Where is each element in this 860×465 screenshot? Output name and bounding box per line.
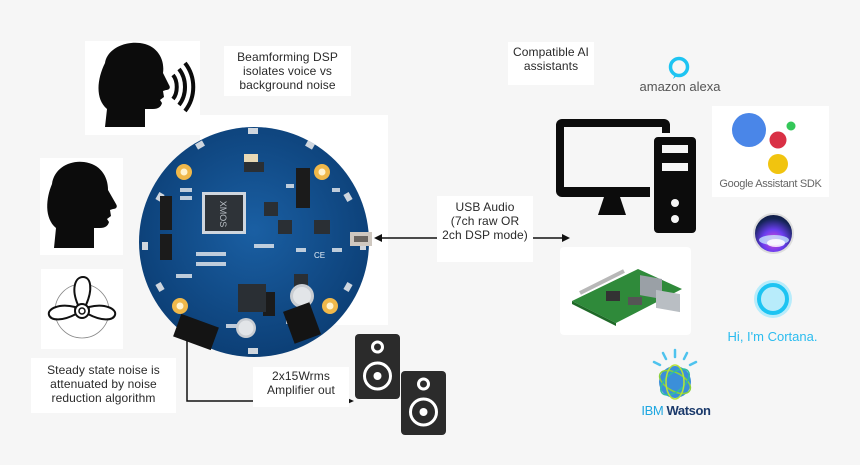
google-assistant-name: Google Assistant SDK [719, 178, 822, 190]
raspberry-pi-panel [560, 247, 691, 335]
alexa-ring-icon [668, 56, 690, 79]
cortana-ring-icon [754, 280, 792, 318]
alexa-logo: amazon alexa [630, 54, 730, 96]
alexa-name: amazon alexa [639, 79, 721, 94]
speaker-connector [173, 313, 219, 351]
usb-audio-label: USB Audio (7ch raw OR 2ch DSP mode) [437, 196, 533, 262]
speaker-icon [401, 371, 446, 435]
watson-globe-icon [652, 348, 698, 400]
silent-head-panel [40, 158, 123, 255]
siri-icon [753, 213, 794, 254]
cortana-logo: Hi, I'm Cortana. [715, 278, 830, 348]
watson-name: Watson [666, 403, 711, 418]
speaking-head-panel [85, 41, 200, 135]
cortana-name: Hi, I'm Cortana. [727, 329, 818, 344]
google-assistant-panel: Google Assistant SDK [712, 106, 829, 197]
silent-head-icon [47, 161, 117, 248]
noise-reduction-label: Steady state noise is attenuated by nois… [31, 358, 176, 413]
mounting-holes [172, 164, 338, 314]
desktop-computer-icon [556, 119, 700, 237]
ibm-watson-logo: IBM Watson [636, 348, 716, 423]
raspberry-pi-board [572, 269, 682, 326]
speaking-head-icon [98, 42, 196, 127]
speaker-icon [355, 334, 400, 399]
fan-icon [47, 275, 117, 339]
amplifier-label: 2x15Wrms Amplifier out [253, 367, 349, 407]
pcb-board: XMOS CE [136, 124, 372, 360]
ce-mark: CE [314, 251, 325, 260]
compatible-ai-label: Compatible AI assistants [508, 42, 594, 85]
xmos-chip-label: XMOS [218, 201, 228, 228]
watson-prefix: IBM [641, 403, 664, 418]
fan-panel [41, 269, 123, 349]
beamforming-label: Beamforming DSP isolates voice vs backgr… [224, 46, 351, 96]
google-assistant-dots-icon [732, 113, 796, 174]
power-jack [283, 302, 321, 344]
